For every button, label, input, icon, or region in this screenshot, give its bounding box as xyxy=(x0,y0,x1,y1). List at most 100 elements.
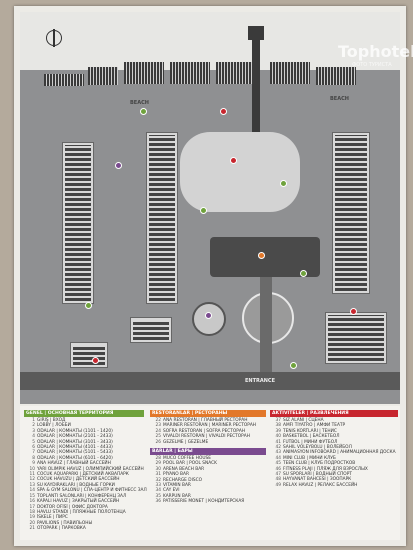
legend-item-number: 41 xyxy=(275,439,281,445)
map-marker[interactable] xyxy=(205,312,212,319)
map-marker[interactable] xyxy=(115,162,122,169)
legend-item-number: 42 xyxy=(275,445,281,451)
legend-item-label: GEZELME | GEZELME xyxy=(163,439,209,445)
legend-item-label: ODALAR | КОМНАТЫ (6101 - 6420) xyxy=(37,455,113,461)
map-marker[interactable] xyxy=(92,357,99,364)
legend-item-label: TENIS KORTLARI | ТЕНИС xyxy=(283,428,337,434)
entrance-label: ENTRANCE xyxy=(245,378,275,384)
map-marker[interactable] xyxy=(290,362,297,369)
legend-item-number: 14 xyxy=(29,488,35,494)
legend-item-number: 26 xyxy=(155,439,161,445)
map-marker[interactable] xyxy=(220,108,227,115)
legend-item-number: 19 xyxy=(29,515,35,521)
legend-item-label: MINI CLUB | МИНИ КЛУБ xyxy=(283,455,336,461)
lower-block xyxy=(70,342,108,368)
legend-item-label: RECHARGE DISCO xyxy=(163,477,202,483)
legend-item-label: HAVLU STANDI | ПЛЯЖНЫЕ ПОЛОТЕНЦА xyxy=(37,509,126,515)
legend-item-label: İSKELE | ПИРС xyxy=(37,515,68,521)
map-marker[interactable] xyxy=(85,302,92,309)
room-block-1 xyxy=(62,142,94,304)
legend-item-number: 8 xyxy=(32,455,35,461)
legend-item-number: 40 xyxy=(275,434,281,440)
legend-item-label: SU KAYDIRAKLARI | ВОДНЫЕ ГОРКИ xyxy=(37,482,115,488)
legend-item-number: 7 xyxy=(32,450,35,456)
legend-item-number: 49 xyxy=(275,482,281,488)
legend-item-number: 5 xyxy=(32,439,35,445)
map-marker[interactable] xyxy=(280,180,287,187)
map-marker[interactable] xyxy=(230,157,237,164)
pier xyxy=(252,40,260,180)
legend-item-label: CAY EVI xyxy=(163,488,180,494)
legend-item-number: 31 xyxy=(155,472,161,478)
legend-item-number: 17 xyxy=(29,504,35,510)
beach-cabanas-row xyxy=(216,62,256,84)
legend-item-number: 13 xyxy=(29,482,35,488)
legend-item-label: ODALAR | КОМНАТЫ (3101 - 3433) xyxy=(37,439,113,445)
beach-cabanas-row xyxy=(270,62,310,84)
legend-item-number: 47 xyxy=(275,472,281,478)
legend-item-number: 11 xyxy=(29,472,35,478)
pier-head xyxy=(248,26,264,40)
legend-item-label: KAPALI HAVUZ | ЗАКРЫТЫЙ БАССЕЙН xyxy=(37,499,120,505)
legend-item-label: SAHIL VOLEYBOLU | ВОЛЕЙБОЛ xyxy=(283,445,352,451)
legend-item-number: 34 xyxy=(155,488,161,494)
legend-item-number: 37 xyxy=(275,418,281,423)
legend-item-label: RELAX HAVUZ | РЕЛАКС БАССЕЙН xyxy=(283,482,358,488)
legend-item-label: FUTBOL | МИНИ ФУТБОЛ xyxy=(283,439,338,445)
map-marker[interactable] xyxy=(350,308,357,315)
legend-item-label: FITNESS PLAJI | ПЛЯЖ ДЛЯ ВЗРОСЛЫХ xyxy=(283,466,368,472)
map-marker[interactable] xyxy=(300,270,307,277)
legend-item-number: 16 xyxy=(29,499,35,505)
legend-item-number: 4 xyxy=(32,434,35,440)
circular-pool xyxy=(192,302,226,336)
beach-cabanas-row xyxy=(124,62,164,84)
legend-item-number: 36 xyxy=(155,499,161,505)
legend-item-label: MUCO COFFEE HOUSE xyxy=(163,456,211,462)
legend-item-number: 39 xyxy=(275,428,281,434)
map-marker[interactable] xyxy=(258,252,265,259)
legend-item-label: ODALAR | КОМНАТЫ (5101 - 5433) xyxy=(37,450,113,456)
legend-item-number: 44 xyxy=(275,455,281,461)
map-marker[interactable] xyxy=(140,108,147,115)
legend-item-number: 6 xyxy=(32,445,35,451)
legend-item-number: 30 xyxy=(155,466,161,472)
legend-item-number: 1 xyxy=(32,418,35,423)
legend-item-label: GIRIŞ | ВХОД xyxy=(37,418,66,423)
legend-item-label: OTOPARK | ПАРКОВКА xyxy=(37,526,86,532)
legend-item-label: ANA RESTORAN | ГЛАВНЫЙ РЕСТОРАН xyxy=(163,418,248,423)
sea-area xyxy=(20,12,400,70)
legend-item-label: ARENA BEACH BAR xyxy=(163,466,205,472)
legend-item-number: 29 xyxy=(155,461,161,467)
legend-item-label: SPA & GYM SALONU | СПА-ЦЕНТР И ФИТНЕСС З… xyxy=(37,488,147,494)
legend-item-number: 3 xyxy=(32,428,35,434)
legend-item-number: 15 xyxy=(29,493,35,499)
legend-item-label: LOBBY | ЛОББИ xyxy=(37,423,71,429)
beach-cabanas-row xyxy=(44,74,84,86)
map-marker[interactable] xyxy=(200,207,207,214)
lower-block-2 xyxy=(130,317,172,343)
legend-item-number: 46 xyxy=(275,466,281,472)
legend-item-label: ODALAR | КОМНАТЫ (4101 - 4433) xyxy=(37,445,113,451)
